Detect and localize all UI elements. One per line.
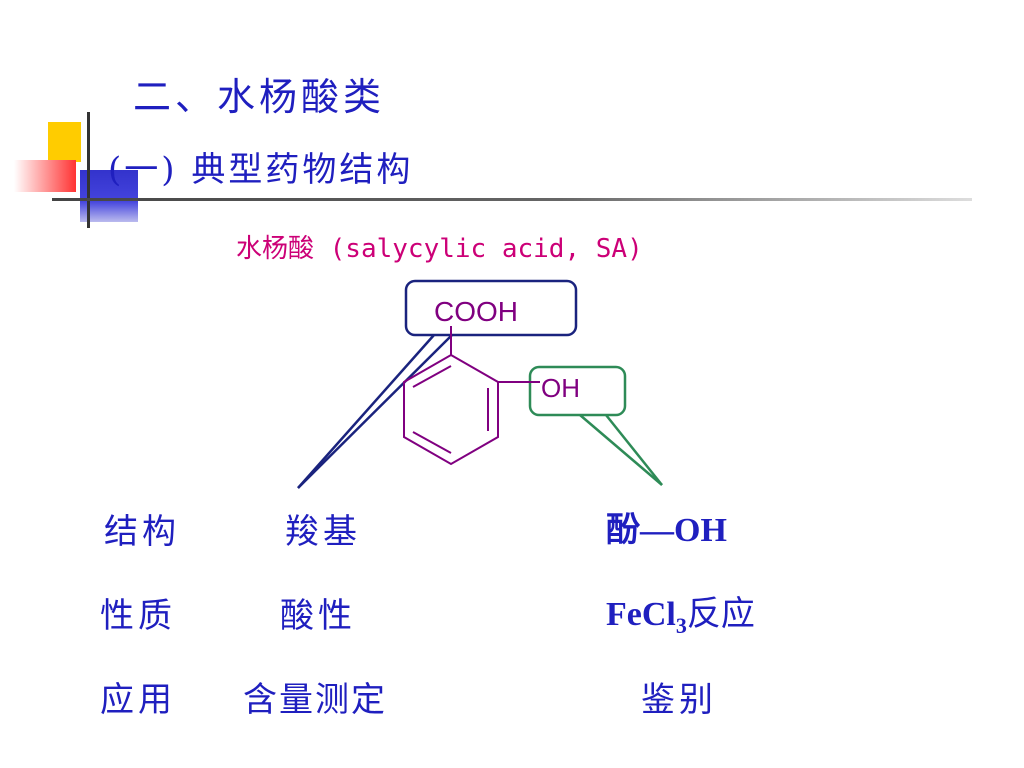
fecl-subscript: 3 (675, 612, 687, 638)
section-heading: (一) 典型药物结构 (108, 150, 414, 190)
hydroxyl-label: OH (541, 373, 580, 403)
benzene-ring (403, 353, 499, 466)
carboxyl-callout-box (404, 279, 578, 337)
compound-name: 水杨酸 (salycylic acid, SA) (236, 234, 643, 264)
page-title: 二、水杨酸类 (133, 75, 386, 119)
carboxyl-label: COOH (434, 296, 518, 327)
row-application-label: 应用 (100, 680, 176, 720)
row-property-acidic: 酸性 (280, 596, 356, 636)
row-structure-phenol: 酚—OH (606, 512, 727, 549)
fecl-reaction: 反应 (686, 596, 755, 633)
hydroxyl-pointer-left (579, 414, 663, 486)
fecl-text: FeCl (606, 596, 676, 633)
decor-yellow-square (48, 122, 81, 162)
row-structure-carboxyl: 羧基 (285, 512, 361, 552)
hydroxyl-callout-box (528, 365, 627, 417)
title-underline (52, 198, 972, 201)
row-property-label: 性质 (100, 596, 176, 636)
decor-vertical-line (87, 112, 90, 228)
row-application-identification: 鉴别 (641, 680, 717, 720)
ring-double-bond-3 (412, 365, 452, 388)
row-property-fecl3: FeCl3反应 (606, 586, 755, 639)
row-application-assay: 含量测定 (243, 680, 387, 720)
carboxyl-pointer-right (297, 334, 453, 489)
carboxyl-pointer-left (297, 334, 435, 489)
hydroxyl-pointer-right (605, 414, 663, 486)
decor-red-square (14, 160, 76, 192)
row-structure-label: 结构 (104, 512, 180, 552)
ring-double-bond-2 (412, 431, 452, 454)
